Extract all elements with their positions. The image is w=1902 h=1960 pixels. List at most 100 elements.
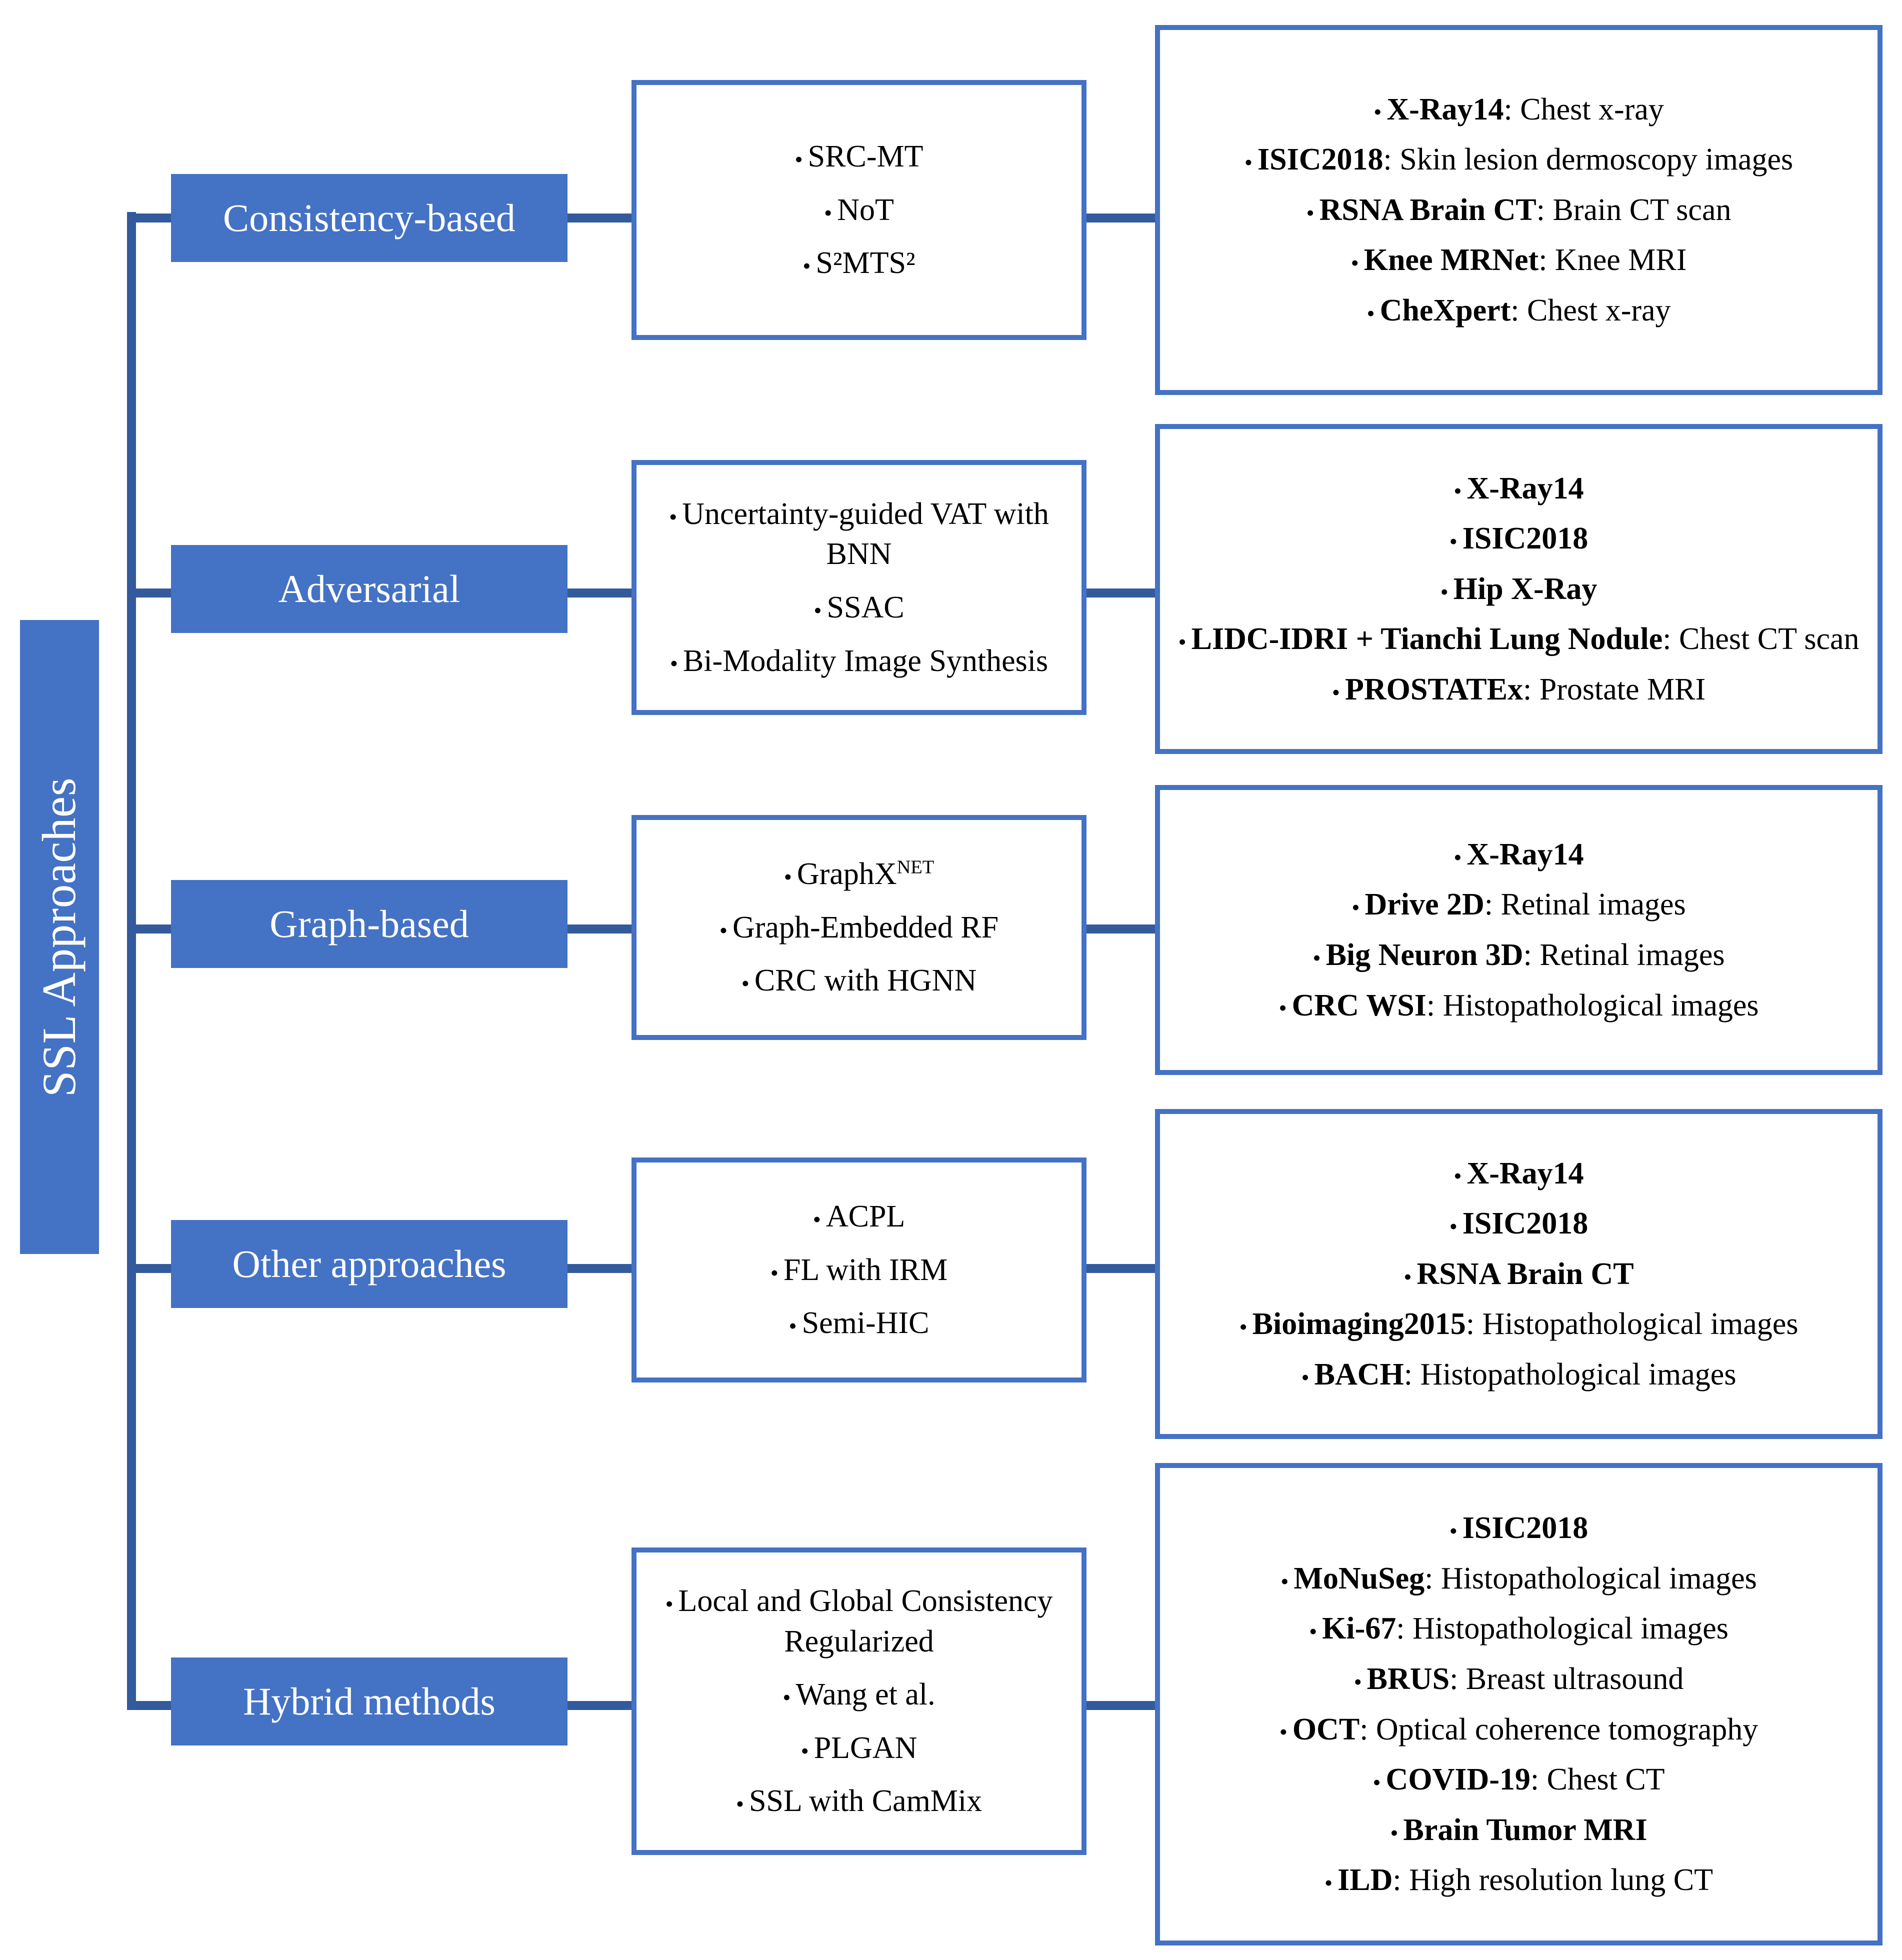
bullet-icon: • [1301, 1364, 1310, 1390]
bullet-icon: • [741, 970, 750, 996]
methods-box-adversarial[interactable]: •Uncertainty-guided VAT with BNN •SSAC •… [632, 460, 1086, 715]
datasets-list: •X-Ray14 •ISIC2018 •Hip X-Ray •LIDC-IDRI… [1160, 458, 1878, 720]
dataset-item: •BRUS: Breast ultrasound [1354, 1662, 1684, 1696]
connector-consistency-to-methods [566, 214, 632, 222]
bullet-icon: • [824, 200, 832, 226]
method-item: •ACPL [812, 1200, 906, 1234]
bullet-icon: • [1440, 578, 1448, 604]
method-item: •NoT [824, 192, 894, 227]
dataset-item: •LIDC-IDRI + Tianchi Lung Nodule: Chest … [1178, 622, 1860, 656]
dataset-item: •Ki-67: Histopathological images [1309, 1612, 1728, 1646]
method-item: •Graph-Embedded RF [719, 910, 999, 944]
bullet-icon: • [1372, 1769, 1381, 1795]
method-item: •S²MTS² [802, 246, 916, 280]
connector-trunk-to-consistency [127, 214, 175, 222]
connector-trunk-to-adversarial [127, 588, 175, 598]
root-node-label: SSL Approaches [32, 777, 86, 1097]
bullet-icon: • [1312, 944, 1321, 970]
connector-methods-to-datasets-1 [1086, 214, 1158, 222]
bullet-icon: • [1244, 149, 1252, 175]
bullet-icon: • [1239, 1314, 1248, 1340]
bullet-icon: • [788, 1313, 797, 1339]
category-label: Graph-based [270, 902, 469, 946]
category-box-consistency-based[interactable]: Consistency-based [171, 174, 568, 262]
bullet-icon: • [1332, 679, 1340, 705]
dataset-item: •ISIC2018: Skin lesion dermoscopy images [1244, 142, 1794, 177]
methods-box-consistency-based[interactable]: •SRC-MT •NoT •S²MTS² [632, 80, 1086, 340]
category-label: Consistency-based [223, 196, 516, 240]
connector-methods-to-datasets-3 [1086, 924, 1158, 934]
method-item: •FL with IRM [770, 1252, 948, 1287]
bullet-icon: • [800, 1738, 809, 1764]
dataset-item: •ISIC2018 [1449, 1511, 1588, 1546]
method-superscript: NET [896, 856, 934, 878]
dataset-item: •Brain Tumor MRI [1390, 1812, 1648, 1847]
bullet-icon: • [1366, 300, 1375, 326]
bullet-icon: • [1350, 250, 1359, 276]
dataset-item: •ISIC2018 [1449, 522, 1588, 556]
category-box-other-approaches[interactable]: Other approaches [171, 1220, 568, 1308]
datasets-box-adversarial[interactable]: •X-Ray14 •ISIC2018 •Hip X-Ray •LIDC-IDRI… [1155, 424, 1882, 754]
bullet-icon: • [1454, 478, 1462, 504]
bullet-icon: • [802, 253, 811, 279]
dataset-item: •Hip X-Ray [1440, 572, 1598, 606]
method-item: •CRC with HGNN [741, 964, 977, 998]
dataset-item: •X-Ray14 [1454, 837, 1584, 872]
dataset-item: •COVID-19: Chest CT [1372, 1762, 1665, 1797]
connector-adversarial-to-methods [566, 588, 632, 598]
dataset-item: •X-Ray14 [1454, 471, 1584, 506]
method-item: •PLGAN [800, 1730, 918, 1765]
connector-methods-to-datasets-4 [1086, 1264, 1158, 1273]
category-label: Adversarial [278, 567, 460, 611]
dataset-item: •CRC WSI: Histopathological images [1278, 988, 1759, 1022]
methods-list: •ACPL •FL with IRM •Semi-HIC [636, 1184, 1082, 1356]
bullet-icon: • [1309, 1618, 1318, 1644]
connector-methods-to-datasets-2 [1086, 588, 1158, 598]
methods-box-graph-based[interactable]: •GraphXNET •Graph-Embedded RF •CRC with … [632, 815, 1086, 1040]
datasets-box-hybrid-methods[interactable]: •ISIC2018 •MoNuSeg: Histopathological im… [1155, 1463, 1882, 1946]
category-label: Hybrid methods [243, 1680, 496, 1724]
method-item: •SSAC [814, 590, 904, 624]
method-item: •GraphXNET [784, 856, 934, 892]
bullet-icon: • [812, 1206, 821, 1232]
bullet-icon: • [784, 864, 792, 890]
methods-list: •Local and Global Consistency Regularize… [636, 1568, 1082, 1834]
category-label: Other approaches [232, 1242, 506, 1286]
dataset-item: •X-Ray14: Chest x-ray [1374, 92, 1664, 126]
dataset-item: •CheXpert: Chest x-ray [1366, 293, 1671, 328]
bullet-icon: • [1374, 99, 1382, 125]
datasets-box-other-approaches[interactable]: •X-Ray14 •ISIC2018 •RSNA Brain CT •Bioim… [1155, 1109, 1882, 1439]
bullet-icon: • [1278, 995, 1287, 1021]
bullet-icon: • [794, 146, 803, 172]
connector-methods-to-datasets-5 [1086, 1701, 1158, 1710]
bullet-icon: • [736, 1791, 744, 1817]
dataset-item: •ISIC2018 [1449, 1206, 1588, 1241]
datasets-list: •X-Ray14: Chest x-ray •ISIC2018: Skin le… [1160, 80, 1878, 341]
bullet-icon: • [814, 597, 822, 623]
root-node-ssl-approaches[interactable]: SSL Approaches [20, 620, 99, 1254]
bullet-icon: • [1352, 894, 1360, 920]
dataset-item: •RSNA Brain CT [1404, 1256, 1634, 1291]
datasets-box-consistency-based[interactable]: •X-Ray14: Chest x-ray •ISIC2018: Skin le… [1155, 25, 1882, 395]
bullet-icon: • [1449, 1518, 1458, 1544]
category-box-adversarial[interactable]: Adversarial [171, 545, 568, 633]
methods-box-hybrid-methods[interactable]: •Local and Global Consistency Regularize… [632, 1548, 1086, 1855]
bullet-icon: • [669, 504, 678, 530]
datasets-box-graph-based[interactable]: •X-Ray14 •Drive 2D: Retinal images •Big … [1155, 785, 1882, 1075]
bullet-icon: • [665, 1590, 674, 1616]
category-box-graph-based[interactable]: Graph-based [171, 880, 568, 968]
bullet-icon: • [1280, 1568, 1289, 1594]
dataset-item: •RSNA Brain CT: Brain CT scan [1306, 192, 1732, 227]
dataset-item: •Drive 2D: Retinal images [1352, 888, 1686, 922]
dataset-item: •Bioimaging2015: Histopathological image… [1239, 1307, 1798, 1342]
bullet-icon: • [1178, 629, 1186, 655]
bullet-icon: • [670, 650, 678, 676]
connector-trunk-spine [127, 212, 136, 1710]
methods-box-other-approaches[interactable]: •ACPL •FL with IRM •Semi-HIC [632, 1158, 1086, 1382]
dataset-item: •BACH: Histopathological images [1301, 1357, 1736, 1392]
bullet-icon: • [1449, 528, 1458, 554]
dataset-item: •PROSTATEx: Prostate MRI [1332, 672, 1706, 706]
category-box-hybrid-methods[interactable]: Hybrid methods [171, 1658, 568, 1746]
bullet-icon: • [1454, 844, 1462, 870]
